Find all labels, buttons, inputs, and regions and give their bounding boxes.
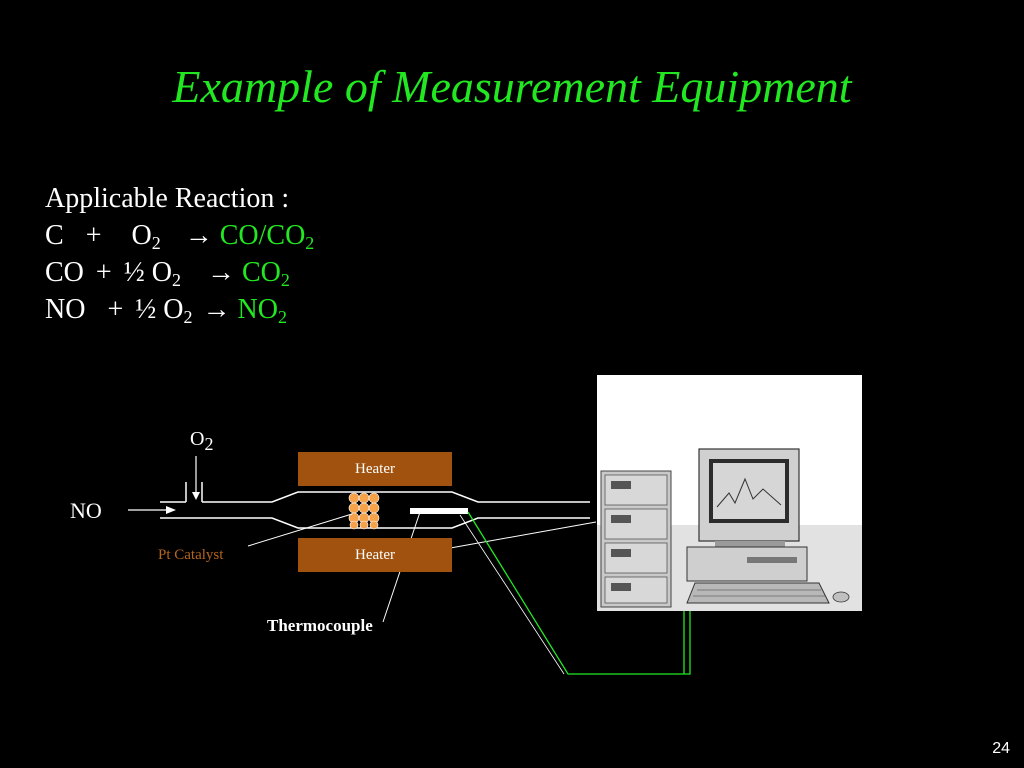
reactant-b-subscript: 2 — [151, 233, 161, 253]
product: CO — [241, 257, 281, 288]
reactant-b: ½ O — [135, 294, 184, 325]
page-number: 24 — [992, 740, 1010, 757]
product: NO — [237, 294, 278, 325]
reaction-1: C+O2→ CO/CO2 — [45, 217, 314, 254]
product-subscript: 2 — [305, 233, 315, 253]
product-subscript: 2 — [280, 270, 290, 290]
arrow-icon: → — [206, 257, 235, 288]
reactant-b-subscript: 2 — [171, 270, 181, 290]
reaction-heading: Applicable Reaction : — [45, 183, 290, 214]
arrow-icon: → — [184, 220, 213, 251]
reactant-b: O — [131, 220, 152, 251]
pt-catalyst-label: Pt Catalyst — [158, 547, 224, 563]
thermocouple-wire-2 — [459, 514, 565, 675]
reactant-a: CO — [45, 257, 84, 288]
reaction-2: CO+½ O2→ CO2 — [45, 254, 314, 291]
heater-top: Heater — [298, 452, 452, 486]
reactant-b: ½ O — [123, 257, 172, 288]
ir-analyzer-image — [597, 375, 862, 611]
slide-title: Example of Measurement Equipment — [172, 61, 852, 112]
plus-sign: + — [85, 220, 102, 251]
reaction-list: Applicable Reaction : C+O2→ CO/CO2 CO+½ … — [45, 180, 314, 328]
tube-top-wall — [202, 491, 590, 503]
thermocouple-label: Thermocouple — [267, 616, 373, 635]
no-flow-arrowhead — [166, 506, 176, 514]
thermocouple-probe — [410, 508, 468, 514]
pt-catalyst-pellets — [348, 492, 380, 530]
plus-sign: + — [95, 257, 112, 288]
product: CO/CO — [219, 220, 306, 251]
no-label: NO — [70, 498, 102, 523]
reaction-3: NO+½ O2→ NO2 — [45, 291, 314, 328]
reactant-a: NO — [45, 294, 86, 325]
o2-label: O2 — [190, 428, 214, 454]
pt-catalyst-pointer — [247, 513, 353, 547]
plus-sign: + — [107, 294, 124, 325]
ir-label: IR — [617, 446, 645, 477]
heater-bottom: Heater — [298, 538, 452, 572]
reactant-a: C — [45, 220, 64, 251]
product-subscript: 2 — [277, 307, 287, 327]
signal-line — [427, 521, 597, 553]
o2-flow-arrowhead — [192, 492, 200, 500]
arrow-icon: → — [202, 294, 231, 325]
reactant-b-subscript: 2 — [183, 307, 193, 327]
